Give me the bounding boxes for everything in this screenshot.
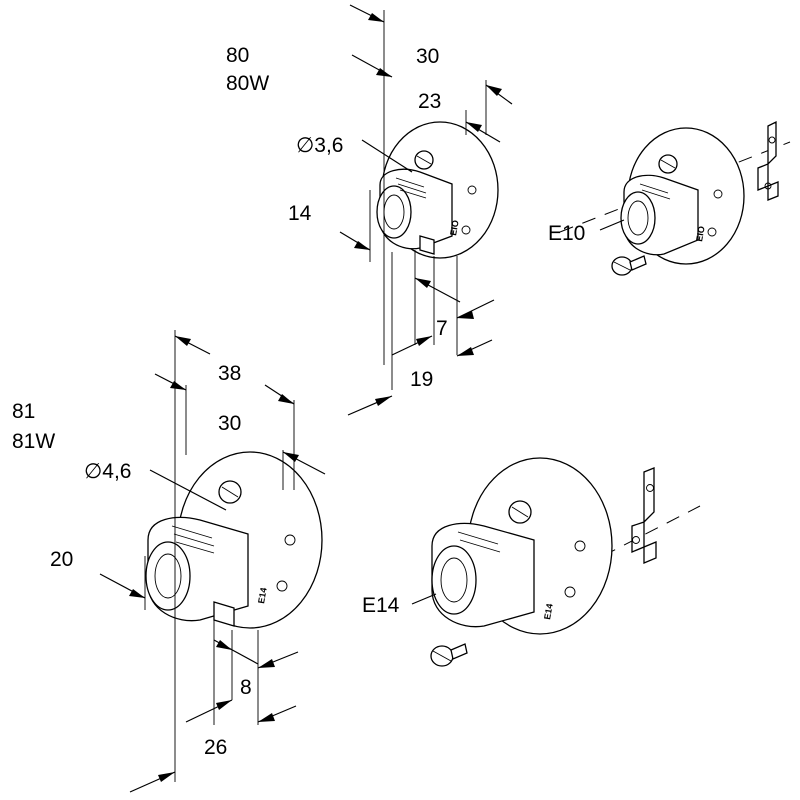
stamp-e10: EIO [694, 225, 707, 242]
holder-small-dimensioned: EIO 80 80W 30 23 ∅3,6 [226, 4, 513, 416]
model-label-81w: 81W [12, 430, 55, 453]
stamp-e14: E14 [542, 603, 555, 621]
screw-e10 [611, 255, 647, 276]
thread-label-e10: E10 [548, 222, 585, 245]
dim-small-19: 19 [410, 368, 433, 391]
dim-large-26: 26 [204, 736, 227, 759]
screw-e14 [430, 643, 468, 667]
holder-small-e10: EIO E10 [548, 120, 791, 276]
dim-large-38: 38 [218, 362, 241, 385]
dim-small-23: 23 [418, 90, 441, 113]
dim-small-30: 30 [416, 45, 439, 68]
hole-small-3-6: ∅3,6 [296, 134, 344, 157]
dim-large-20: 20 [50, 548, 73, 571]
holder-large-dimensioned: E14 81 81W 38 30 ∅4,6 [12, 330, 326, 793]
thread-label-e14: E14 [362, 594, 400, 617]
stamp-large: E14 [256, 587, 269, 605]
model-label-80w: 80W [226, 72, 269, 95]
model-label-81: 81 [12, 400, 35, 423]
stamp-small: EIO [448, 219, 461, 236]
dim-large-8: 8 [240, 676, 252, 699]
dim-small-7: 7 [436, 317, 448, 340]
model-label-80: 80 [226, 44, 249, 67]
dim-large-30: 30 [218, 412, 241, 435]
dim-small-14: 14 [288, 202, 312, 225]
holder-large-e14: E14 E14 [362, 457, 701, 667]
hole-large-4-6: ∅4,6 [84, 460, 132, 483]
